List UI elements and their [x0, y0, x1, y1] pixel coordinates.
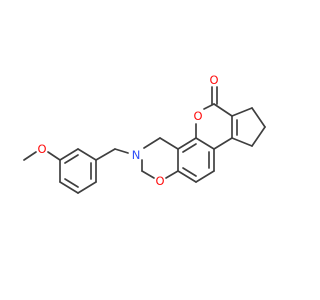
atom-label-o-carbonyl: O [209, 73, 218, 87]
bond [213, 137, 233, 150]
bond [213, 103, 233, 117]
atom-label-n-ring: N [132, 148, 141, 162]
oxazine-ring [141, 137, 179, 179]
bond [59, 181, 79, 194]
methoxy-group [23, 151, 61, 161]
atom-label-o-oxazine: O [155, 174, 164, 188]
methoxyphenyl-ring [59, 148, 97, 194]
atom-label-o-methoxy: O [37, 142, 46, 156]
carbonyl-group [211, 86, 218, 105]
lactone-ring [195, 103, 238, 150]
bond [182, 167, 197, 177]
bond [195, 170, 215, 183]
bond [114, 148, 129, 154]
bond [141, 170, 155, 179]
atom-labels: O N O O O [37, 73, 218, 188]
bond [195, 137, 215, 150]
bond [177, 170, 197, 183]
cyclopentane-ring [231, 107, 266, 147]
bond [64, 178, 79, 188]
bond [182, 143, 197, 153]
bond [77, 181, 97, 194]
bond [95, 148, 116, 161]
bond [251, 107, 266, 128]
atom-label-o-lactone: O [193, 109, 202, 123]
bond [77, 148, 97, 161]
bond [59, 148, 79, 161]
bond [143, 137, 161, 149]
bond [23, 151, 37, 161]
benzyl-linker [95, 148, 129, 161]
bond [177, 137, 197, 150]
bond [47, 151, 61, 161]
molecule-structure: O N O O O [23, 73, 266, 194]
bond [64, 154, 79, 164]
bond [231, 107, 253, 117]
bond [231, 137, 253, 147]
bond [159, 137, 179, 150]
bond [203, 103, 215, 110]
bond [165, 170, 179, 179]
benzene-ring [177, 137, 215, 183]
bond [251, 126, 266, 147]
molecule-canvas: O N O O O [23, 73, 266, 194]
